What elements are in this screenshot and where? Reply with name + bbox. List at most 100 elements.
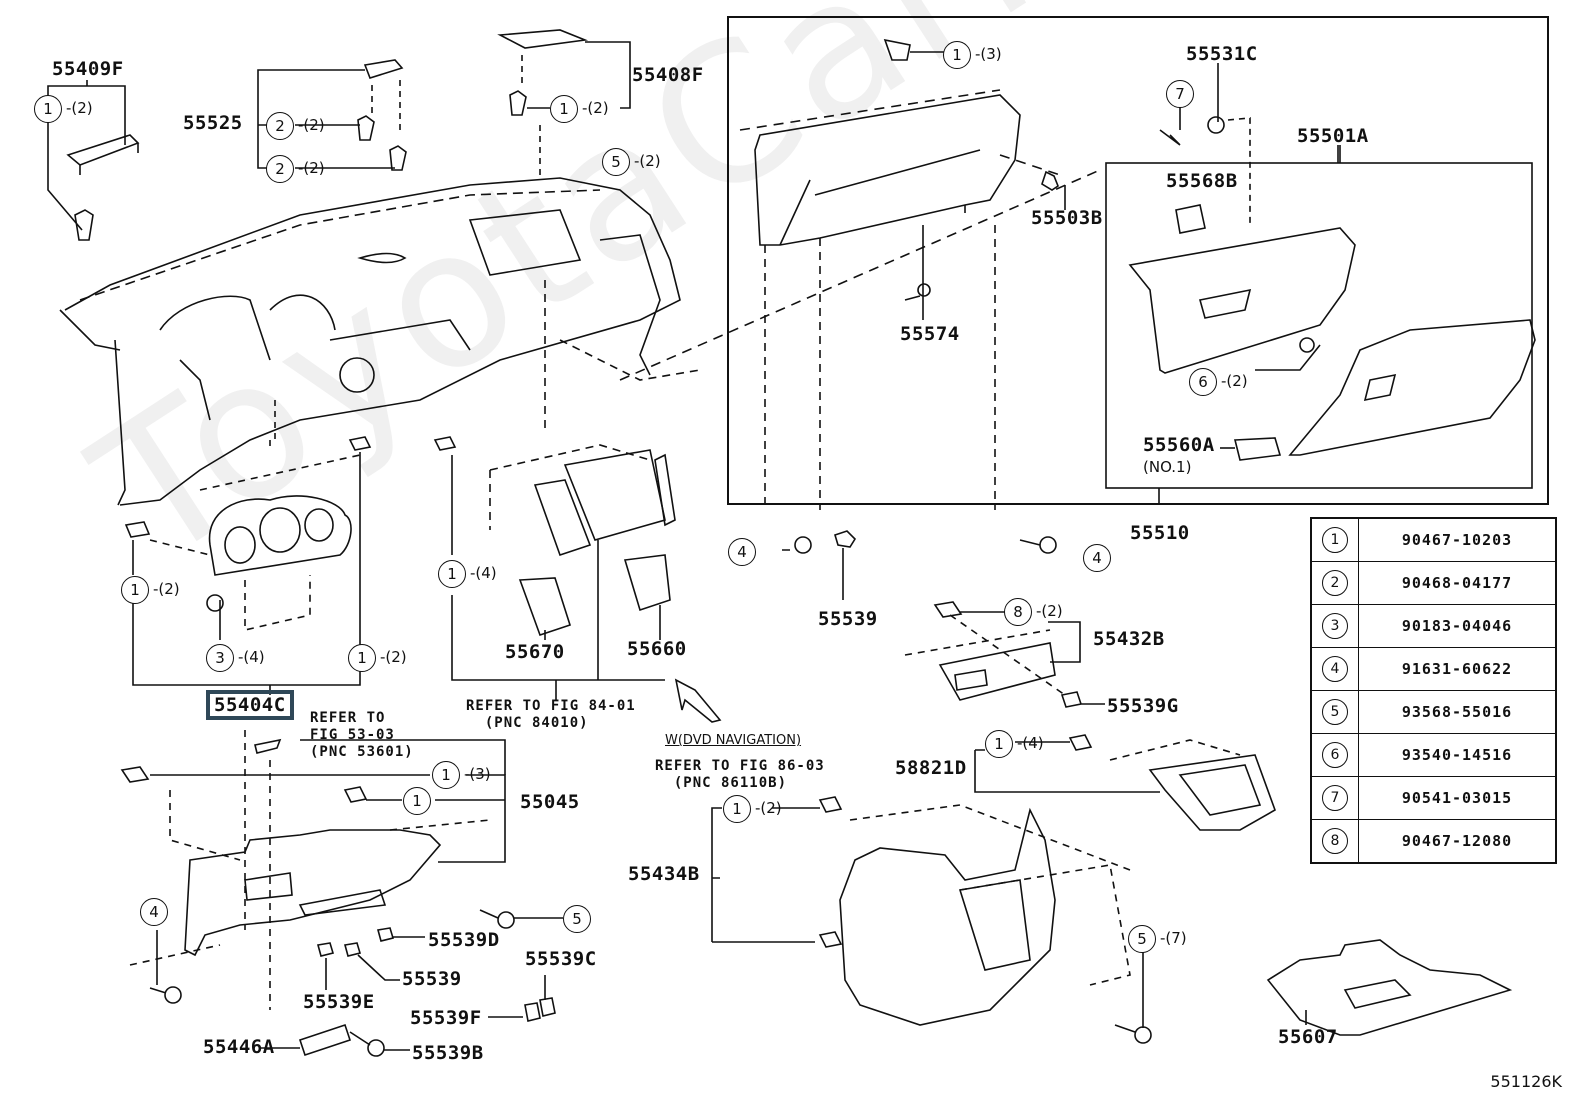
callout-qty: -(2) [634,152,661,170]
legend-callout-circle: 5 [1322,699,1348,725]
legend-number-cell: 8 [1310,819,1359,864]
part-label-55539f[interactable]: 55539F [410,1007,482,1029]
part-55531c-drawing [1159,63,1339,225]
figure-id: 551126K [1490,1072,1562,1091]
callout-qty: -(3) [464,765,491,783]
part-label-55409f[interactable]: 55409F [52,58,124,80]
legend-part-code[interactable]: 90468-04177 [1358,561,1557,605]
legend-number-cell: 5 [1310,690,1359,734]
part-label-55510[interactable]: 55510 [1130,522,1190,544]
part-label-55539-upper[interactable]: 55539 [818,608,878,630]
legend-part-code[interactable]: 90541-03015 [1358,776,1557,820]
callout-circle[interactable]: 1 [550,95,578,123]
reference-fig-84-01[interactable]: REFER TO FIG 84-01 (PNC 84010) [466,698,636,731]
part-55525-drawing [257,59,407,171]
dvd-navigation-condition: W(DVD NAVIGATION) [665,733,802,748]
fasteners-drawing [149,530,1152,1044]
part-label-55531c[interactable]: 55531C [1186,43,1258,65]
part-55510-drawing [619,38,1101,510]
callout-qty: -(2) [582,99,609,117]
part-label-55539c[interactable]: 55539C [525,948,597,970]
instrument-panel-drawing [59,177,701,506]
legend-number-cell: 4 [1310,647,1359,691]
legend-row: 6 93540-14516 [1310,733,1557,777]
part-label-55539d[interactable]: 55539D [428,929,500,951]
part-label-55434b[interactable]: 55434B [628,863,700,885]
part-label-55503b[interactable]: 55503B [1031,207,1103,229]
legend-callout-circle: 6 [1322,742,1348,768]
part-55607-drawing [1266,939,1513,1036]
callout-circle[interactable]: 1 [438,560,466,588]
part-label-55574[interactable]: 55574 [900,323,960,345]
part-label-55539[interactable]: 55539 [402,968,462,990]
legend-part-code[interactable]: 90467-12080 [1358,819,1557,864]
legend-number-cell: 3 [1310,604,1359,648]
reference-fig-53-03[interactable]: REFER TO FIG 53-03 (PNC 53601) [310,710,414,760]
part-label-55404c[interactable]: 55404C [214,694,286,716]
part-label-55560a[interactable]: 55560A [1143,434,1215,456]
callout-circle[interactable]: 1 [432,761,460,789]
callout-qty: -(2) [755,799,782,817]
legend-part-code[interactable]: 93568-55016 [1358,690,1557,734]
callout-qty: -(2) [380,648,407,666]
callout-circle[interactable]: 1 [34,95,62,123]
callout-circle[interactable]: 3 [206,644,234,672]
part-label-55660[interactable]: 55660 [627,638,687,660]
part-58821d-drawing [974,734,1276,831]
part-55434b-drawing [711,796,1131,1026]
part-label-55432b[interactable]: 55432B [1093,628,1165,650]
reference-fig-86-03[interactable]: REFER TO FIG 86-03 (PNC 86110B) [655,758,825,791]
callout-qty: -(2) [298,116,325,134]
part-label-55670[interactable]: 55670 [505,641,565,663]
callout-circle[interactable]: 5 [1128,925,1156,953]
part-label-55408f[interactable]: 55408F [632,64,704,86]
part-label-55607[interactable]: 55607 [1278,1026,1338,1048]
callout-circle[interactable]: 1 [403,787,431,815]
part-label-55539b[interactable]: 55539B [412,1042,484,1064]
callout-circle[interactable]: 5 [563,905,591,933]
legend-part-code[interactable]: 90183-04046 [1358,604,1557,648]
callout-circle[interactable]: 8 [1004,598,1032,626]
callout-circle[interactable]: 1 [943,41,971,69]
callout-circle[interactable]: 1 [985,730,1013,758]
part-label-55446a[interactable]: 55446A [203,1036,275,1058]
part-55409f-drawing [47,80,140,241]
part-label-58821d[interactable]: 58821D [895,757,967,779]
part-55404c-drawing [124,436,372,695]
callout-qty: -(7) [1160,929,1187,947]
legend-callout-circle: 8 [1322,828,1348,854]
legend-number-cell: 6 [1310,733,1359,777]
part-label-55501a[interactable]: 55501A [1297,125,1369,147]
callout-circle[interactable]: 1 [348,644,376,672]
callout-circle[interactable]: 2 [266,112,294,140]
callout-circle[interactable]: 4 [1083,544,1111,572]
legend-row: 8 90467-12080 [1310,819,1557,864]
part-label-55045[interactable]: 55045 [520,791,580,813]
part-label-55568b[interactable]: 55568B [1166,170,1238,192]
callout-circle[interactable]: 2 [266,155,294,183]
callout-qty: -(2) [298,159,325,177]
legend-part-code[interactable]: 93540-14516 [1358,733,1557,777]
part-55432b-drawing [904,601,1105,708]
legend-row: 1 90467-10203 [1310,517,1557,562]
part-label-55525[interactable]: 55525 [183,112,243,134]
glovebox-group-frame [727,16,1549,505]
callout-circle[interactable]: 4 [728,538,756,566]
legend-row: 5 93568-55016 [1310,690,1557,734]
callout-circle[interactable]: 1 [121,576,149,604]
legend-number-cell: 1 [1310,517,1359,562]
part-label-55539e[interactable]: 55539E [303,991,375,1013]
callout-circle[interactable]: 6 [1189,368,1217,396]
legend-part-code[interactable]: 90467-10203 [1358,517,1557,562]
part-label-55539g[interactable]: 55539G [1107,695,1179,717]
callout-circle[interactable]: 4 [140,898,168,926]
callout-circle[interactable]: 1 [723,795,751,823]
callout-circle[interactable]: 7 [1166,80,1194,108]
callout-circle[interactable]: 5 [602,148,630,176]
legend-part-code[interactable]: 91631-60622 [1358,647,1557,691]
callout-qty: -(4) [238,648,265,666]
legend-callout-circle: 1 [1322,527,1348,553]
callout-qty: -(3) [975,45,1002,63]
